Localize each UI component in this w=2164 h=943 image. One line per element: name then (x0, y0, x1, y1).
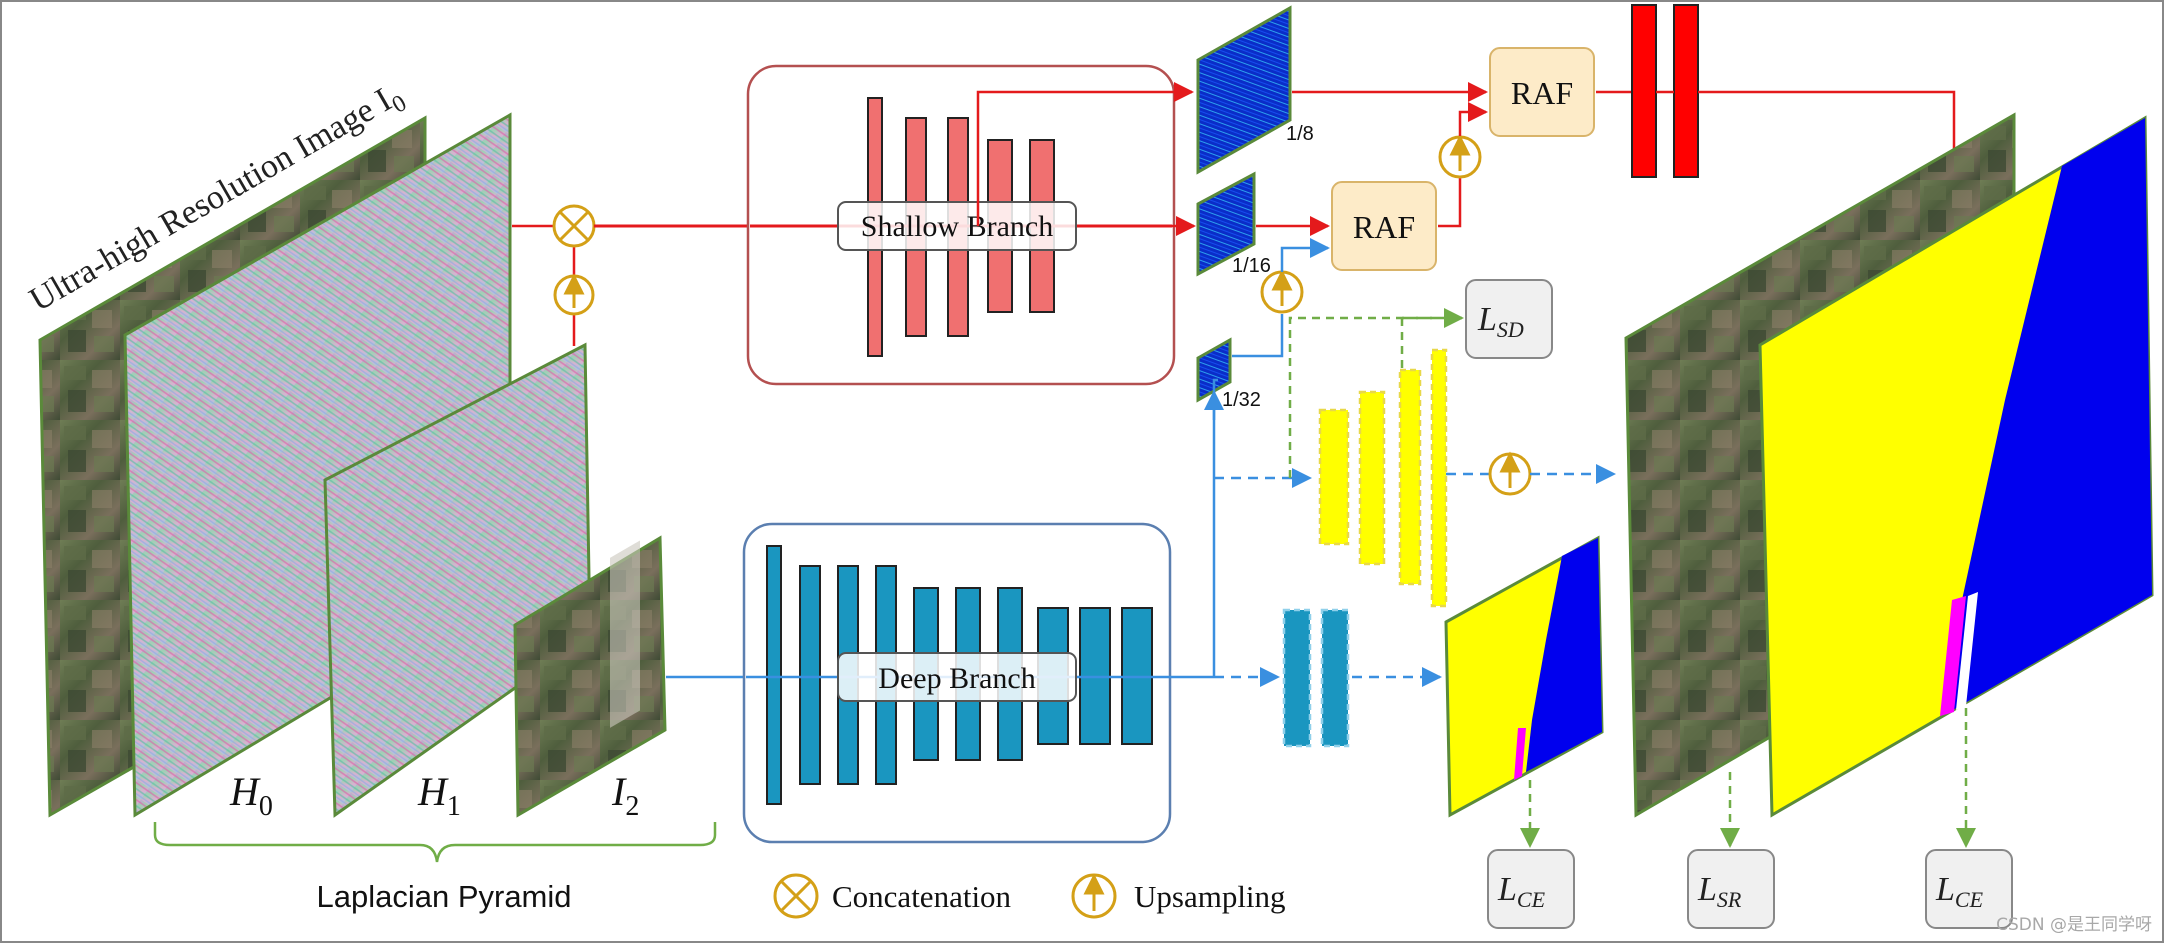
fine-seg-magenta (1940, 596, 1966, 716)
shallow-head-bar-1 (1631, 4, 1657, 178)
shallow-to-1-8-line (976, 82, 1194, 226)
raf-block-top (1489, 47, 1595, 137)
i2-label: I2 (611, 769, 639, 822)
deep-layer-1 (766, 545, 782, 805)
legend-upsample-label: Upsampling (1134, 879, 1286, 914)
sr-decoder-layers (1318, 348, 1448, 608)
deep-branch-label-box (837, 652, 1077, 702)
loss-sd-label: LSD (1477, 301, 1524, 342)
shallow-branch-label: Shallow Branch (861, 210, 1053, 243)
scale-1-8-label: 1/8 (1286, 123, 1314, 145)
loss-sd-box (1465, 279, 1553, 359)
raf-top-label: RAF (1511, 75, 1573, 111)
feature-map-1-32 (1196, 337, 1232, 403)
loss-ce-large-label: LCE (1935, 871, 1984, 912)
loss-ce-large-box (1925, 849, 2013, 929)
deep-layer-2 (799, 565, 821, 785)
h0-label: H0 (229, 769, 273, 822)
raf-block-bottom (1331, 181, 1437, 271)
upsample-to-raf-bottom-line (1280, 238, 1330, 272)
legend-concat-x2 (779, 879, 813, 913)
i2-highlight-strip (610, 540, 640, 728)
raf-bottom-label: RAF (1353, 209, 1415, 245)
loss-ce-small-box (1487, 849, 1575, 929)
input-image-stack (38, 112, 667, 818)
loss-ce-small-label: LCE (1497, 871, 1546, 912)
upsample-to-raf-top-line (1458, 102, 1488, 136)
laplacian-brace (153, 822, 717, 863)
sr-layer-1 (1318, 408, 1350, 546)
shallow-branch-label-box (837, 201, 1077, 251)
legend-concat-label: Concatenation (832, 879, 1012, 914)
loss-sr-box (1687, 849, 1775, 929)
sd-loss-line-a (1288, 316, 1462, 478)
legend: Concatenation Upsampling (773, 873, 1286, 919)
deep-head-bar-2 (1320, 608, 1350, 748)
concat-node-x2 (558, 210, 590, 242)
fine-seg-water (1946, 118, 2152, 714)
deep-head-bar-1 (1282, 608, 1312, 748)
watermark: CSDN @是王同学呀 (1996, 915, 2152, 935)
feature-map-1-8 (1196, 5, 1292, 175)
scale-1-16-label: 1/16 (1232, 255, 1271, 277)
fine-seg-white (1956, 592, 1978, 710)
1-32-to-upsample-line (1232, 314, 1284, 358)
feature-map-1-16 (1196, 171, 1256, 277)
h1-label: H1 (417, 769, 461, 822)
loss-sr-label: LSR (1697, 871, 1742, 912)
sr-layer-2 (1358, 390, 1386, 566)
deep-to-1-32-line (1212, 378, 1218, 677)
laplacian-pyramid-caption: Laplacian Pyramid (316, 879, 571, 914)
sr-layer-3 (1398, 368, 1422, 586)
shallow-head-bar-2 (1673, 4, 1699, 178)
sr-layer-4 (1430, 348, 1448, 608)
coarse-seg-water (1526, 538, 1602, 772)
raf-bottom-up-line (1438, 178, 1462, 228)
coarse-seg-magenta (1514, 728, 1526, 780)
scale-1-32-label: 1/32 (1222, 389, 1261, 411)
deep-branch-label: Deep Branch (878, 662, 1035, 695)
